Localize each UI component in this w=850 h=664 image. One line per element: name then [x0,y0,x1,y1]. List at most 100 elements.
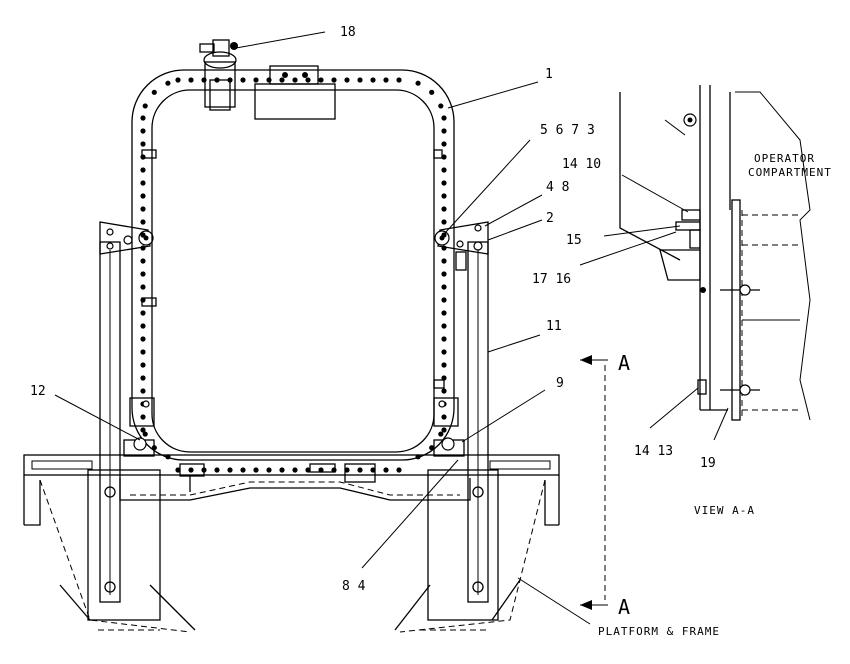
frame-bolt [441,297,447,303]
callout-5-6-7-3: 5 6 7 3 [540,123,595,138]
frame-bolt [266,77,272,83]
frame-bolt [188,77,194,83]
callout-14-13: 14 13 [634,444,673,459]
frame-bolt [140,154,146,160]
callout-9: 9 [556,376,564,391]
frame-bolts [140,77,447,473]
frame-bolt [175,467,181,473]
frame-bolt [151,89,157,95]
frame-bolt [441,219,447,225]
frame-bolt [266,467,272,473]
frame-bolt [396,467,402,473]
frame-bolt [318,77,324,83]
frame-bolt [441,349,447,355]
frame-bolt [140,362,146,368]
frame-bolt [140,336,146,342]
frame-bolt [441,180,447,186]
callout-1: 1 [545,67,553,82]
frame-bolt [253,467,259,473]
frame-bolt [140,310,146,316]
frame-bolt [140,414,146,420]
frame-bolt [140,232,146,238]
view-aa-detail [619,85,811,421]
frame-bolt [441,414,447,420]
frame-bolt [188,467,194,473]
frame-bolt [318,467,324,473]
frame-bolt [140,193,146,199]
frame-bolt [140,245,146,251]
frame-bolt [441,167,447,173]
frame-bolt [165,454,171,460]
frame-bolt [441,141,447,147]
frame-bolt [370,467,376,473]
frame-bolt [140,349,146,355]
frame-bolt [441,336,447,342]
frame-bolt [227,467,233,473]
callout-19: 19 [700,456,716,471]
frame-bolt [441,245,447,251]
callout-18: 18 [340,25,356,40]
frame-bolt [140,219,146,225]
frame-bolt [140,271,146,277]
frame-bolt [175,77,181,83]
frame-bolt [142,103,148,109]
frame-bolt [438,103,444,109]
callout-14-10: 14 10 [562,157,601,172]
frame-bolt [441,154,447,160]
frame-bolt [279,467,285,473]
frame-bolt [240,77,246,83]
callout-2: 2 [546,211,554,226]
frame-bolt [441,375,447,381]
frame-bolt [344,467,350,473]
frame-bolt [201,77,207,83]
frame-bolt [441,232,447,238]
section-label-bottom: A [618,595,630,619]
frame-bolt [441,310,447,316]
frame-bolt [441,193,447,199]
leader-lines [54,31,729,625]
frame-bolt [441,284,447,290]
frame-bolt [383,77,389,83]
frame-bolt [292,77,298,83]
frame-bolt [429,445,435,451]
frame-bolt [140,141,146,147]
section-line-aa [580,355,608,610]
frame-bolt [441,388,447,394]
section-label-top: A [618,351,630,375]
frame-bolt [140,323,146,329]
frame-bolt [441,128,447,134]
frame-bolt [140,427,146,433]
callout-8-4-bottom: 8 4 [342,579,366,594]
frame-bolt [214,467,220,473]
frame-bolt [140,206,146,212]
frame-bolt [253,77,259,83]
callout-15: 15 [566,233,582,248]
platform-frame [23,454,560,633]
frame-bolt [240,467,246,473]
frame-bolt [441,427,447,433]
callout-11: 11 [546,319,562,334]
right-support-strut [434,221,489,603]
callout-12: 12 [30,384,46,399]
frame-bolt [140,284,146,290]
frame-bolt [396,77,402,83]
callout-17-16: 17 16 [532,272,571,287]
frame-bolt [441,323,447,329]
frame-bolt [415,80,421,86]
frame-bolt [357,77,363,83]
frame-bolt [415,454,421,460]
frame-bolt [441,258,447,264]
frame-bolt [279,77,285,83]
platform-frame-label: PLATFORM & FRAME [598,625,720,638]
frame-bolt [441,271,447,277]
frame-bolt [140,258,146,264]
frame-bolt [429,89,435,95]
frame-bolt [292,467,298,473]
frame-bolt [383,467,389,473]
frame-bolt [438,431,444,437]
frame-bolt [441,362,447,368]
frame-bolt [305,77,311,83]
frame-bolt [140,180,146,186]
frame-bolt [441,115,447,121]
